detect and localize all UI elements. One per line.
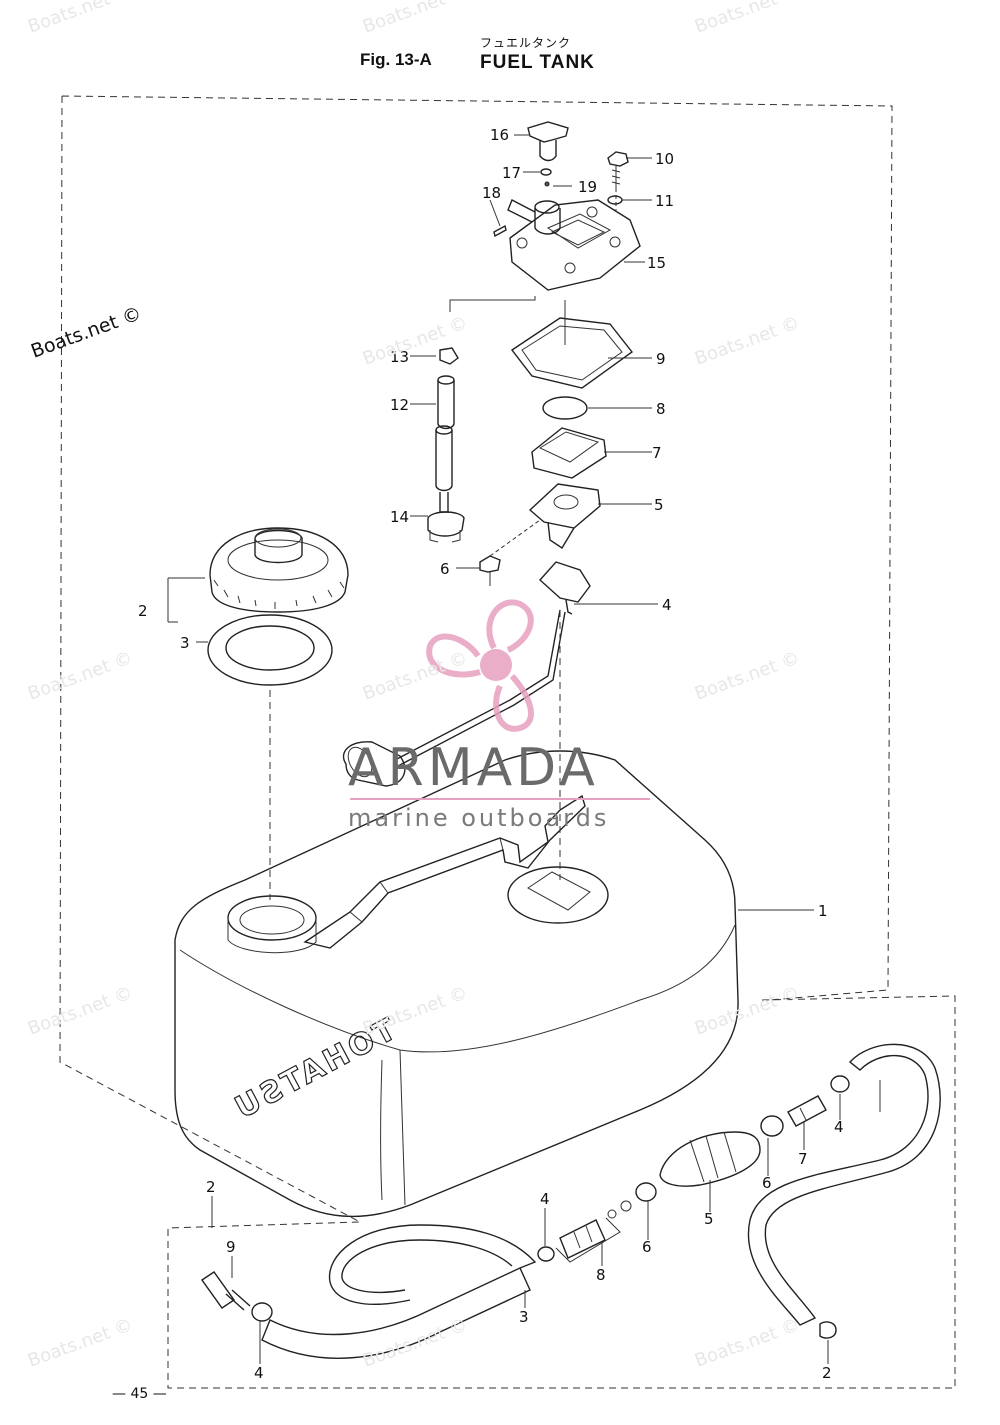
page-title: FUEL TANK (480, 52, 595, 73)
leader-lines (167, 134, 881, 1364)
callout-9: 9 (656, 350, 666, 368)
callout-4: 4 (662, 596, 672, 614)
fuel-line-assembly (201, 1043, 941, 1359)
title-japanese: フュエルタンク (480, 36, 572, 50)
gauge-cap-plate-15 (449, 121, 641, 312)
upper-boundary-dashed (59, 95, 893, 1223)
callout-18: 18 (482, 184, 501, 202)
callout-lower-9: 9 (226, 1238, 236, 1256)
brand-tagline: marine outboards (348, 804, 610, 832)
callout-lower-5: 5 (704, 1210, 714, 1228)
callout-lower-8: 8 (596, 1266, 606, 1284)
float-arm-4 (342, 561, 591, 880)
gauge-gasket-9 (510, 300, 634, 389)
figure-number: Fig. 13-A (360, 50, 432, 69)
callout-6: 6 (440, 560, 450, 578)
callout-lower-3: 3 (519, 1308, 529, 1326)
callout-lower-2b: 2 (822, 1364, 832, 1382)
callout-10: 10 (655, 150, 674, 168)
callouts-lower: 4 7 6 4 5 6 8 2 9 3 4 2 (206, 1118, 844, 1382)
filler-cap-assembly (207, 527, 349, 900)
callout-14: 14 (390, 508, 409, 526)
screw-6 (479, 519, 541, 586)
callout-lower-4b: 4 (540, 1190, 550, 1208)
callout-11: 11 (655, 192, 674, 210)
callout-lower-2a: 2 (206, 1178, 216, 1196)
callout-19: 19 (578, 178, 597, 196)
brand-underline (350, 798, 650, 800)
callout-lower-4a: 4 (834, 1118, 844, 1136)
callout-2: 2 (138, 602, 148, 620)
gauge-float-7 (531, 427, 607, 479)
callout-16: 16 (490, 126, 509, 144)
lower-boundary-dashed (167, 995, 956, 1389)
callout-7: 7 (652, 444, 662, 462)
callout-1: 1 (818, 902, 828, 920)
callout-lower-6b: 6 (642, 1238, 652, 1256)
brand-name: ARMADA (348, 738, 599, 798)
callout-5: 5 (654, 496, 664, 514)
callout-lower-4c: 4 (254, 1364, 264, 1382)
callout-lower-6a: 6 (762, 1174, 772, 1192)
callouts-upper: 16 17 19 18 10 11 15 13 9 12 8 7 14 5 6 … (138, 126, 828, 920)
propeller-logo (426, 599, 534, 732)
callout-3: 3 (180, 634, 190, 652)
callout-13: 13 (390, 348, 409, 366)
callout-lower-7: 7 (798, 1150, 808, 1168)
gauge-bracket-5 (528, 483, 601, 549)
page-number: — 45 — (112, 1386, 167, 1402)
callout-12: 12 (390, 396, 409, 414)
callout-8: 8 (656, 400, 666, 418)
gauge-rod-parts (427, 347, 465, 543)
callout-17: 17 (502, 164, 521, 182)
o-ring-8 (542, 396, 588, 420)
callout-15: 15 (647, 254, 666, 272)
